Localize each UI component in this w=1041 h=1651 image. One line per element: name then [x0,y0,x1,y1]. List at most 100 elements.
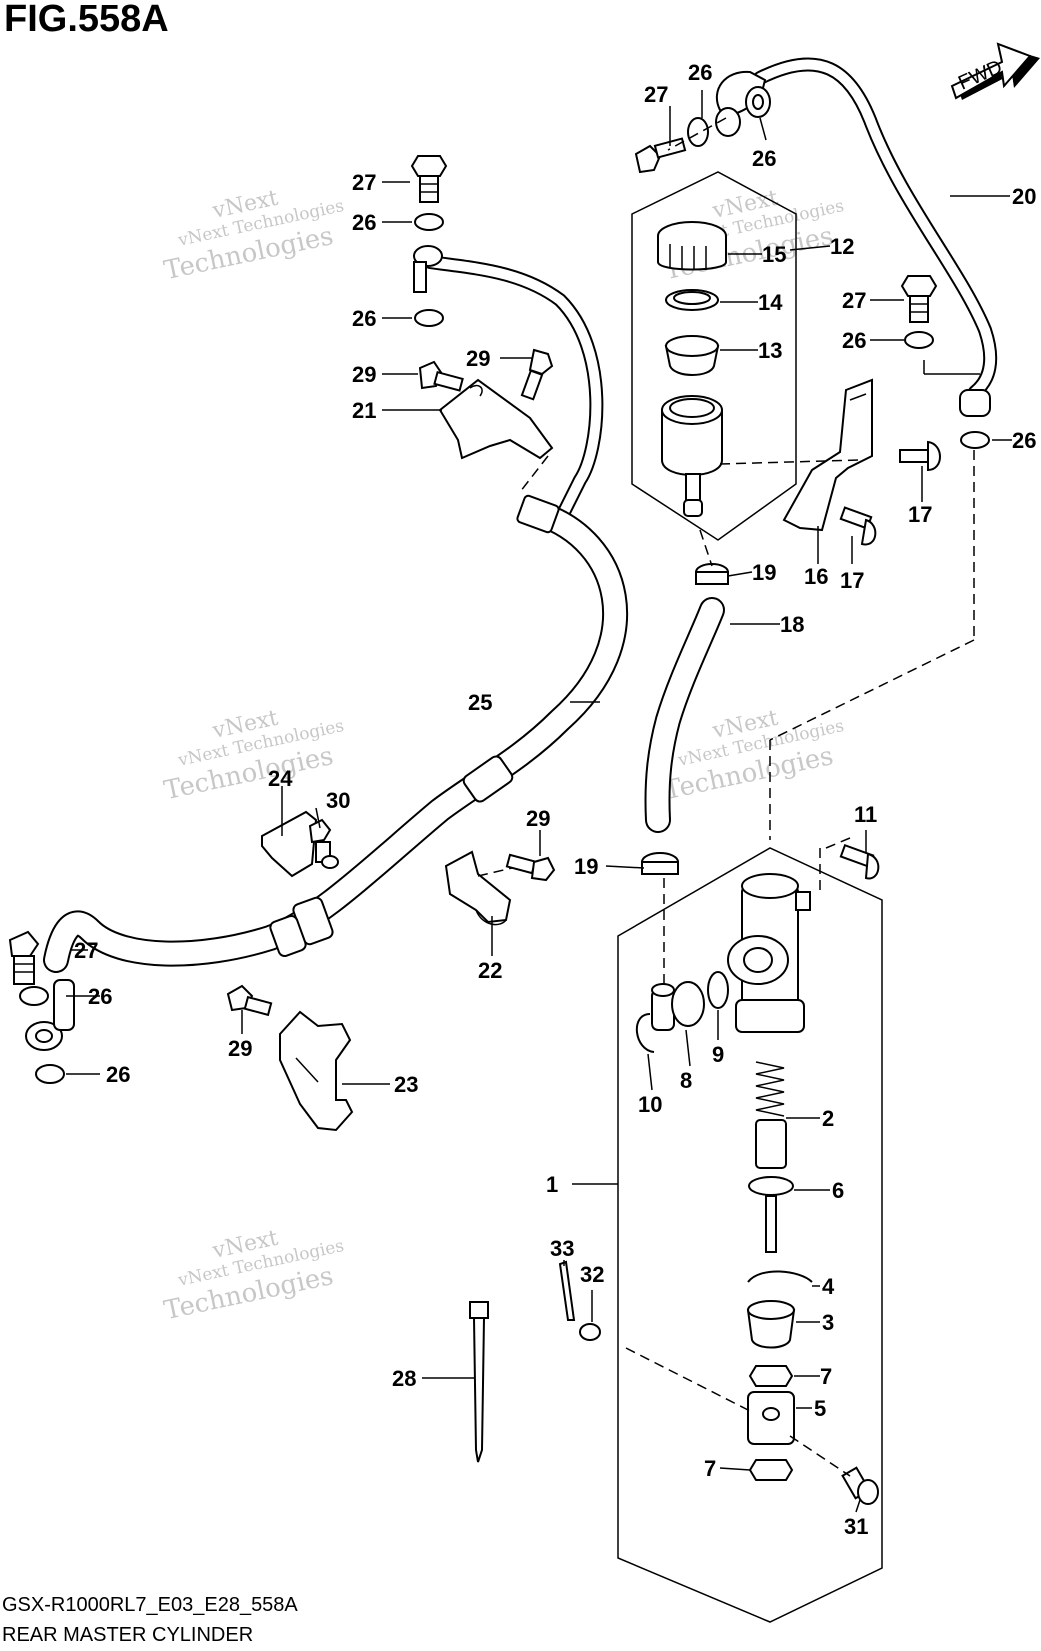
callout-18: 18 [780,612,804,637]
part-5-joint [747,1391,795,1445]
part-8-connector [651,981,705,1031]
part-26-washer-b [414,309,444,327]
part-27-bolt-right [900,275,938,323]
part-22-clamp [444,850,512,926]
part-16-bracket [782,378,873,532]
part-29-bolt-c [505,853,556,882]
part-7-nut-upper [748,1365,794,1387]
part-29-bolt-a [418,360,464,392]
callout-13: 13 [758,338,782,363]
master-cylinder-group-frame [617,847,883,1623]
part-9-o-ring [707,971,729,1009]
part-26-washer-f [960,431,990,449]
dashed-assembly-lines [477,117,975,1477]
callout-27c: 27 [842,288,866,313]
reservoir-group-frame [631,171,797,541]
callout-5: 5 [814,1396,826,1421]
part-15-reservoir-cap [657,221,727,271]
callout-32: 32 [580,1262,604,1287]
callout-30: 30 [326,788,350,813]
footer-diagram-name: REAR MASTER CYLINDER [2,1624,254,1646]
callout-28: 28 [392,1366,416,1391]
callout-12: 12 [830,234,854,259]
callout-7a: 7 [820,1364,832,1389]
callout-26a: 26 [352,210,376,235]
part-12-reservoir [661,395,723,517]
callout-31: 31 [844,1514,868,1539]
callout-26e: 26 [842,328,866,353]
callout-labels: 27 26 26 29 21 29 27 26 26 15 12 14 13 2… [74,60,1036,1539]
part-32-washer [579,1323,601,1341]
part-14-plate [665,289,719,311]
part-25-lower-banjo [25,979,75,1051]
part-4-circlip [747,1270,813,1283]
part-19-clamp-upper [695,563,729,585]
part-27-bolt-lower-left [8,930,40,985]
part-18-reservoir-hose [644,597,725,833]
part-1-master-cylinder-body [727,873,811,1033]
part-21-bracket [438,378,554,460]
callout-27d: 27 [74,938,98,963]
part-17-bolt-upper [899,440,941,472]
callout-2: 2 [822,1106,834,1131]
callout-26g: 26 [88,984,112,1009]
callout-26f: 26 [1012,428,1036,453]
watermark-5: vNext Technologies vNext Technologies [161,1226,345,1327]
callout-21: 21 [352,398,376,423]
callout-26c: 26 [688,60,712,85]
part-10-circlip [635,1013,655,1053]
callout-1: 1 [546,1172,558,1197]
callout-27b: 27 [644,82,668,107]
callout-26d: 26 [752,146,776,171]
part-24-bracket [261,810,318,878]
part-26-washer-g [687,117,709,147]
part-6-piston [748,1119,794,1253]
callout-26b: 26 [352,306,376,331]
callout-6: 6 [832,1178,844,1203]
part-29-bolt-d [226,984,273,1017]
part-33-cotter-pin [558,1260,576,1321]
callout-29b: 29 [466,346,490,371]
part-2-spring [755,1061,785,1117]
part-27-bolt-top-left [410,155,448,203]
callout-17a: 17 [908,502,932,527]
callout-33: 33 [550,1236,574,1261]
part-27-bolt-top [634,137,687,174]
callout-9: 9 [712,1042,724,1067]
callout-25: 25 [468,690,492,715]
callout-4: 4 [822,1274,835,1299]
part-19-clamp-lower [641,852,679,875]
watermark-3: vNext Technologies vNext Technologies [161,706,345,807]
callout-23: 23 [394,1072,418,1097]
callout-8: 8 [680,1068,692,1093]
part-20-hose [753,57,998,417]
callout-26h: 26 [106,1062,130,1087]
part-31-pin [841,1466,879,1505]
callout-leader-lines [66,90,1012,1513]
part-11-screw [839,843,880,880]
callout-19a: 19 [752,560,776,585]
callout-19b: 19 [574,854,598,879]
callout-24: 24 [268,766,293,791]
part-3-boot [746,1300,796,1349]
part-25-upper-pipe [413,245,604,527]
callout-16: 16 [804,564,828,589]
part-17-bolt-lower [839,506,877,546]
part-29-bolt-b [520,348,554,401]
part-20-banjo-fitting [715,70,771,137]
part-30-bolt [308,818,339,869]
callout-14: 14 [758,290,783,315]
callout-15: 15 [762,242,786,267]
part-23-bracket [279,1010,354,1132]
part-26-washer-c [19,986,49,1006]
callout-22: 22 [478,958,502,983]
callout-29d: 29 [228,1036,252,1061]
callout-7b: 7 [704,1456,716,1481]
callout-11: 11 [854,802,877,827]
callout-20: 20 [1012,184,1036,209]
part-26-washer-e [904,331,934,349]
figure-title: FIG.558A [4,0,169,40]
part-7-nut-lower [748,1459,794,1481]
